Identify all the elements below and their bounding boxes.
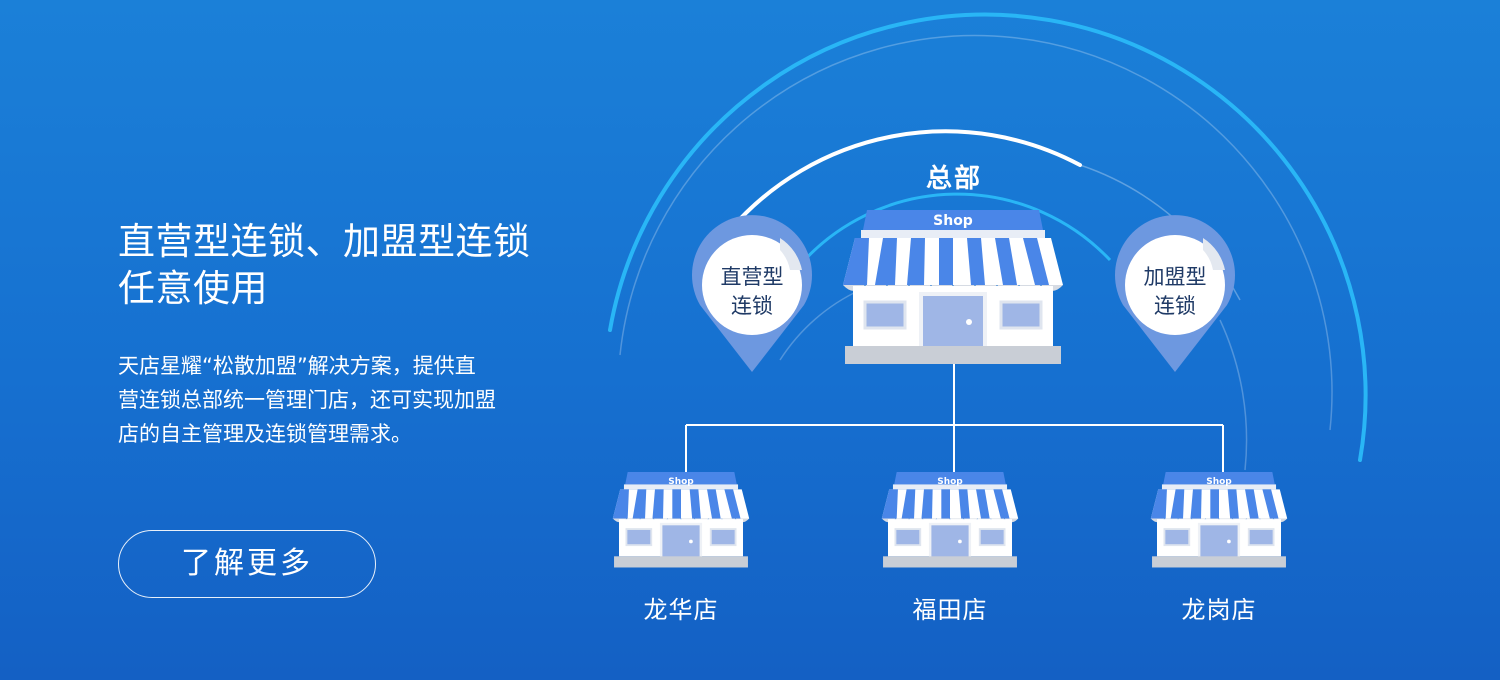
pin-franchise-label: 加盟型 连锁 <box>1120 263 1230 321</box>
pin-franchise-chain <box>1115 215 1236 372</box>
learn-more-button[interactable]: 了解更多 <box>118 530 376 598</box>
store-shop-sign: Shop <box>1206 477 1232 487</box>
pin-franchise-line-2: 连锁 <box>1154 294 1196 318</box>
store-label-longhua: 龙华店 <box>643 596 719 624</box>
description-line-1: 天店星耀“松散加盟”解决方案，提供直 <box>118 354 476 378</box>
pin-direct-label: 直营型 连锁 <box>697 263 807 321</box>
pin-direct-line-2: 连锁 <box>731 294 773 318</box>
description-line-3: 店的自主管理及连锁管理需求。 <box>118 422 412 446</box>
description-line-2: 营连锁总部统一管理门店，还可实现加盟 <box>118 388 496 412</box>
headline: 直营型连锁、加盟型连锁 任意使用 <box>118 218 578 312</box>
pin-direct-chain <box>692 215 812 372</box>
headline-line-2: 任意使用 <box>118 267 268 310</box>
store-shop-sign: Shop <box>937 477 963 487</box>
store-shop-sign: Shop <box>668 477 694 487</box>
connector-lines <box>685 360 1224 478</box>
background-arcs <box>608 12 1368 471</box>
description: 天店星耀“松散加盟”解决方案，提供直 营连锁总部统一管理门店，还可实现加盟 店的… <box>118 349 558 451</box>
store-label-futian: 福田店 <box>912 596 988 624</box>
pin-franchise-line-1: 加盟型 <box>1143 265 1207 289</box>
hq-label: 总部 <box>925 164 982 194</box>
store-label-longgang: 龙岗店 <box>1181 596 1257 624</box>
pin-direct-line-1: 直营型 <box>720 265 784 289</box>
hq-shop-icon <box>841 208 1065 366</box>
headline-line-1: 直营型连锁、加盟型连锁 <box>118 220 531 263</box>
hq-shop-sign: Shop <box>933 213 973 229</box>
hero-text: 直营型连锁、加盟型连锁 任意使用 天店星耀“松散加盟”解决方案，提供直 营连锁总… <box>118 218 578 451</box>
